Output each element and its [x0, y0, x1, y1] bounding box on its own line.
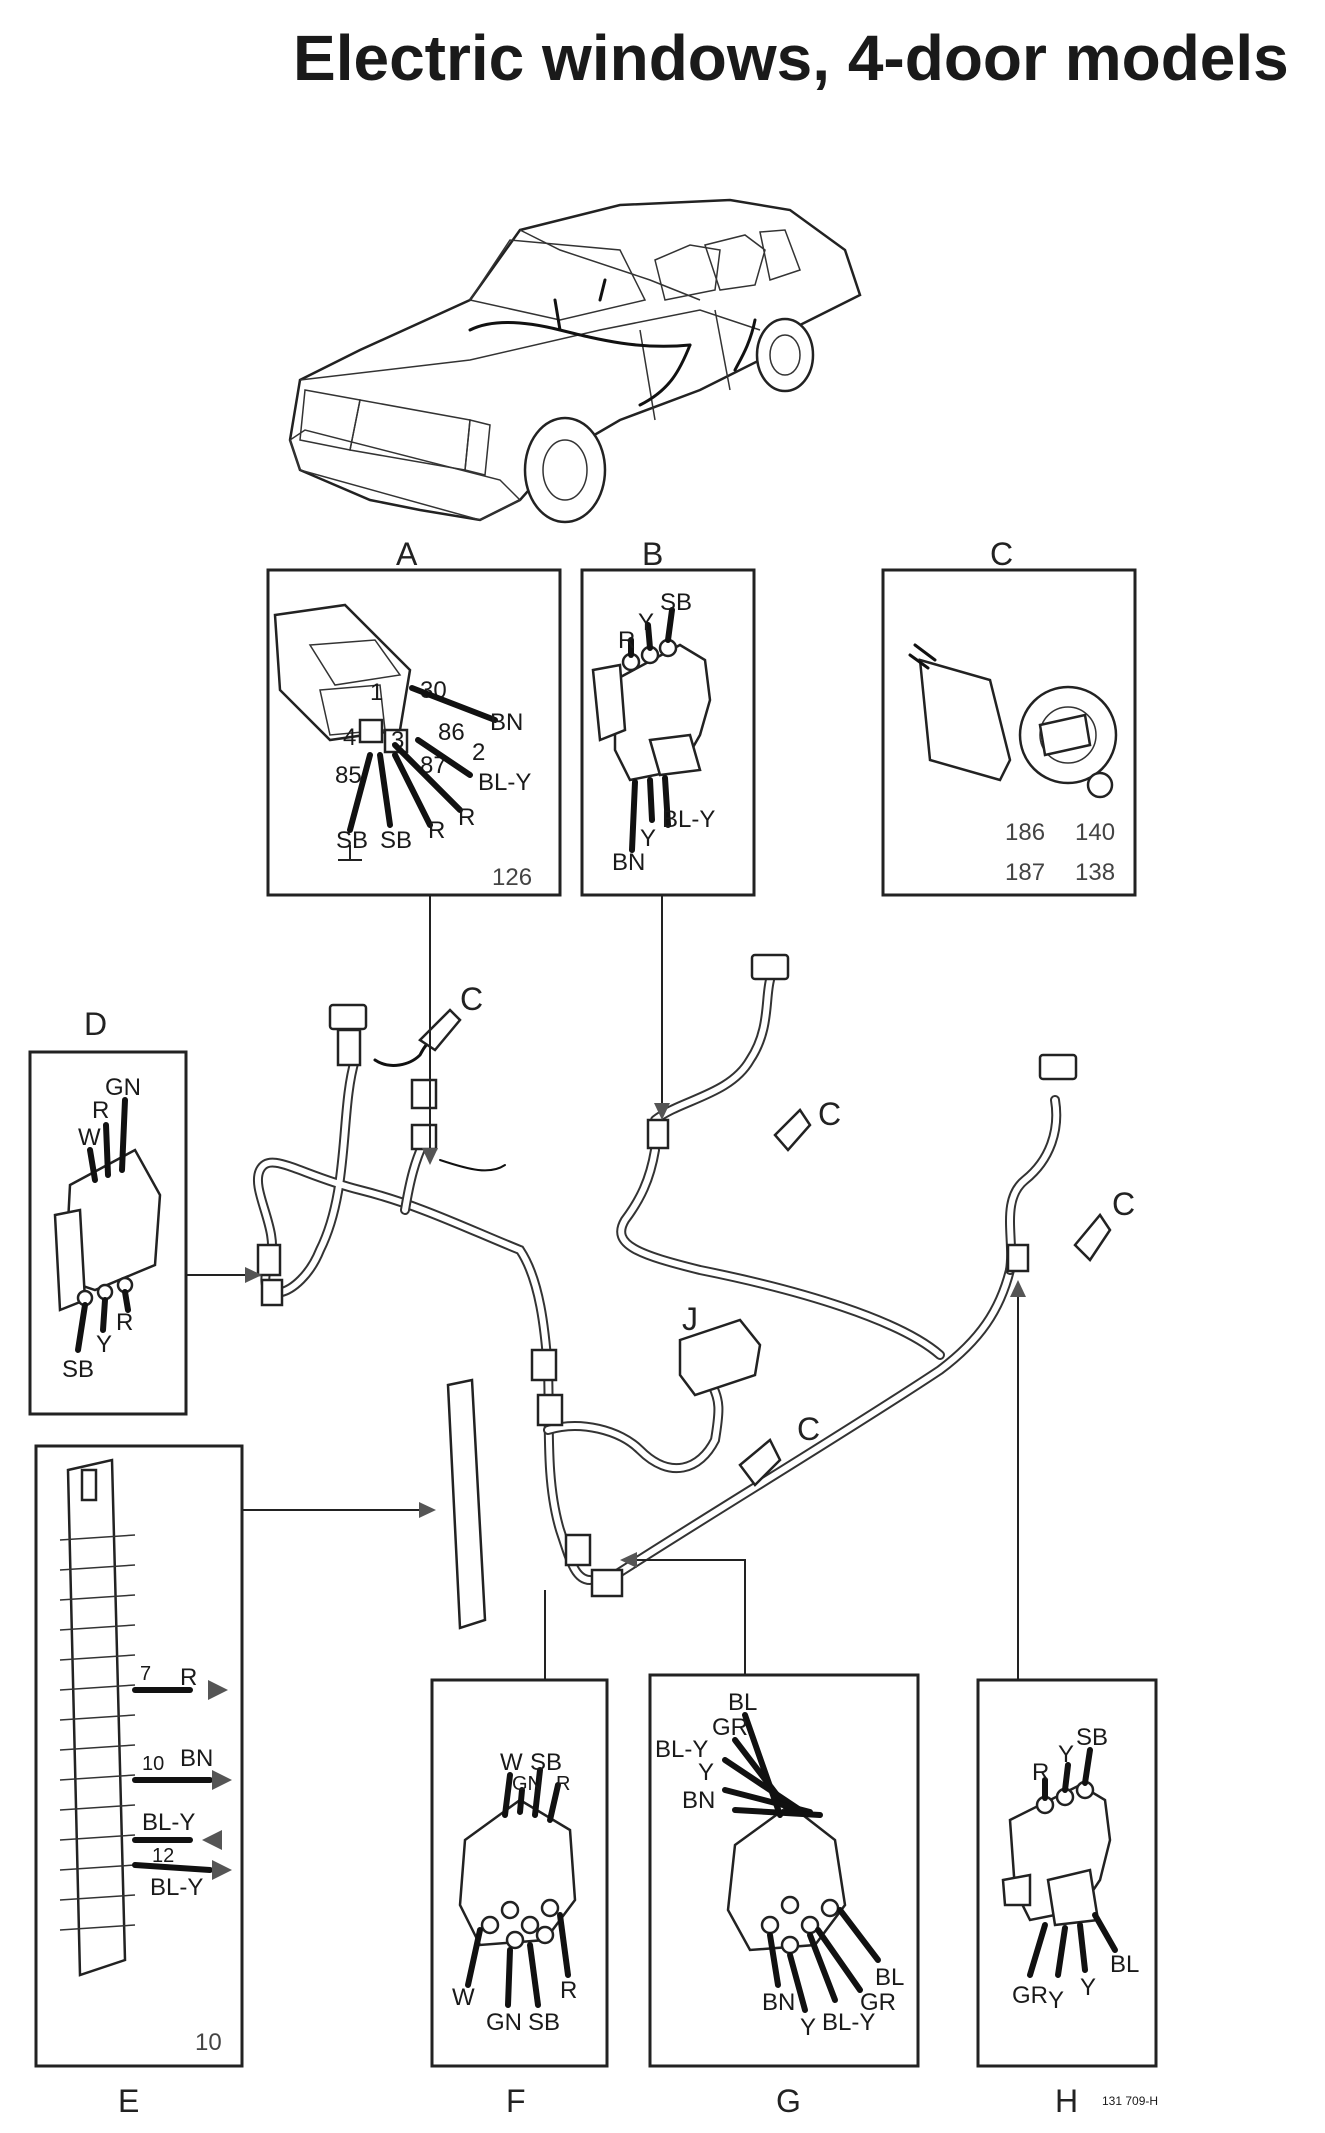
callout-j: J — [682, 1301, 698, 1337]
panel-c-number: 187 — [1005, 859, 1045, 886]
wire-label-r: R — [556, 1773, 570, 1795]
panel-e-number: 10 — [195, 2029, 222, 2056]
panel-d-label: D — [84, 1006, 107, 1042]
wire-label-r: R — [458, 804, 475, 831]
panel-h: H R Y SB BL GR Y Y — [976, 1678, 1158, 2119]
panel-b: B R Y SB BL-Y Y BN — [580, 536, 756, 897]
terminal-strip — [59, 1534, 136, 1931]
panel-c-number: 186 — [1005, 819, 1045, 846]
wire-label-bl: BL — [875, 1964, 904, 1991]
wire-label-r: R — [92, 1097, 109, 1124]
wire-label-w: W — [78, 1124, 101, 1151]
wire-label-y: Y — [96, 1331, 112, 1358]
panel-g-label: G — [776, 2083, 801, 2119]
wire-label-r: R — [1032, 1759, 1049, 1786]
terminal-10: 10 — [142, 1753, 164, 1775]
wire-label-bn: BN — [682, 1787, 715, 1814]
wire-label-r: R — [428, 817, 445, 844]
wire-label-bn: BN — [180, 1745, 213, 1772]
panel-a-label: A — [396, 536, 418, 572]
wire-label-bn: BN — [490, 709, 523, 736]
terminal-12: 12 — [152, 1845, 174, 1867]
wire-label-gr: GR — [712, 1714, 748, 1741]
wire-label-bn: BN — [762, 1989, 795, 2016]
wire-label-bl: BL — [728, 1689, 757, 1716]
panel-e-label: E — [118, 2083, 139, 2119]
wire-label-bl-y: BL-Y — [150, 1874, 203, 1901]
leader-lines — [186, 896, 1026, 1680]
wire-label-bl-y: BL-Y — [142, 1809, 195, 1836]
wire-label-gn: GN — [486, 2009, 522, 2036]
wire-label-y: Y — [800, 2014, 816, 2041]
pin-2: 2 — [472, 739, 485, 766]
pin-4: 4 — [343, 724, 356, 751]
wire-label-y: Y — [698, 1759, 714, 1786]
wire-label-r: R — [116, 1309, 133, 1336]
wire-label-bn: BN — [612, 849, 645, 876]
panel-h-label: H — [1055, 2083, 1078, 2119]
wire-label-gn: GN — [512, 1773, 542, 1795]
wire-label-sb: SB — [62, 1356, 94, 1383]
panel-a: A 1 30 86 2 4 3 85 87 BN BL-Y R R SB SB … — [266, 536, 562, 897]
pin-1: 1 — [370, 679, 383, 706]
callout-c: C — [818, 1096, 841, 1132]
wire-label-y: Y — [638, 609, 654, 636]
panel-c-number: 138 — [1075, 859, 1115, 886]
wire-label-bl: BL — [1110, 1951, 1139, 1978]
wire-label-sb: SB — [336, 827, 368, 854]
terminal-7: 7 — [140, 1663, 151, 1685]
callout-c: C — [797, 1411, 820, 1447]
page-title: Electric windows, 4-door models — [293, 22, 1289, 94]
main-harness — [253, 975, 1062, 1590]
panel-d: D GN R W SB Y R — [28, 1006, 188, 1416]
panel-c-number: 140 — [1075, 819, 1115, 846]
wire-label-w: W — [452, 1984, 475, 2011]
panel-e: E 7 R 10 BN BL-Y 12 BL-Y 10 — [34, 1444, 244, 2119]
wire-label-y: Y — [1048, 1987, 1064, 2014]
wire-label-w: W — [500, 1749, 523, 1776]
wire-label-gr: GR — [860, 1989, 896, 2016]
pin-86: 86 — [438, 719, 465, 746]
panel-c-label: C — [990, 536, 1013, 572]
panel-g: G BL GR BL-Y Y BN BL GR BN Y BL-Y — [648, 1673, 920, 2119]
panel-b-label: B — [642, 536, 663, 572]
wire-label-sb: SB — [1076, 1724, 1108, 1751]
wire-label-r: R — [560, 1977, 577, 2004]
callout-c: C — [460, 981, 483, 1017]
car-illustration — [288, 198, 862, 524]
reference-number: 131 709-H — [1102, 2094, 1158, 2108]
panel-f-label: F — [506, 2083, 526, 2119]
wire-label-bl-y: BL-Y — [655, 1736, 708, 1763]
wire-label-sb: SB — [528, 2009, 560, 2036]
panel-c: C 186 140 187 138 — [881, 536, 1137, 897]
wire-label-sb: SB — [530, 1749, 562, 1776]
panel-a-number: 126 — [492, 864, 532, 891]
wire-label-bl-y: BL-Y — [662, 806, 715, 833]
pin-85: 85 — [335, 762, 362, 789]
wire-label-r: R — [180, 1664, 197, 1691]
wire-label-y: Y — [640, 825, 656, 852]
wire-label-gn: GN — [105, 1074, 141, 1101]
wire-label-y: Y — [1080, 1974, 1096, 2001]
wire-label-sb: SB — [660, 589, 692, 616]
callout-c: C — [1112, 1186, 1135, 1222]
wire-label-gr: GR — [1012, 1982, 1048, 2009]
wire-label-bl-y: BL-Y — [478, 769, 531, 796]
harness-components: C J C C C — [256, 953, 1135, 1630]
wire-label-y: Y — [1058, 1741, 1074, 1768]
wire-label-sb: SB — [380, 827, 412, 854]
wire-label-r: R — [618, 627, 635, 654]
panel-f: F W SB GN R W R GN SB — [430, 1678, 609, 2119]
wire-label-bl-y: BL-Y — [822, 2009, 875, 2036]
